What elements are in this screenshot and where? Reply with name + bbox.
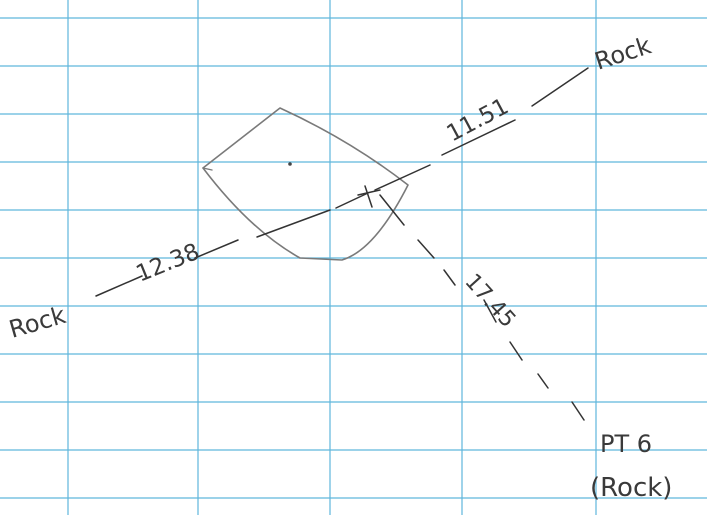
pencil-shape-edge [202, 167, 213, 171]
point-rock-label: (Rock) [590, 473, 672, 503]
main-line [95, 67, 589, 297]
intersection-marker [357, 185, 381, 208]
pencil-shape [202, 107, 409, 261]
point-label: PT 6 [600, 430, 652, 458]
dashed-line [379, 194, 585, 421]
center-dot [288, 162, 292, 166]
